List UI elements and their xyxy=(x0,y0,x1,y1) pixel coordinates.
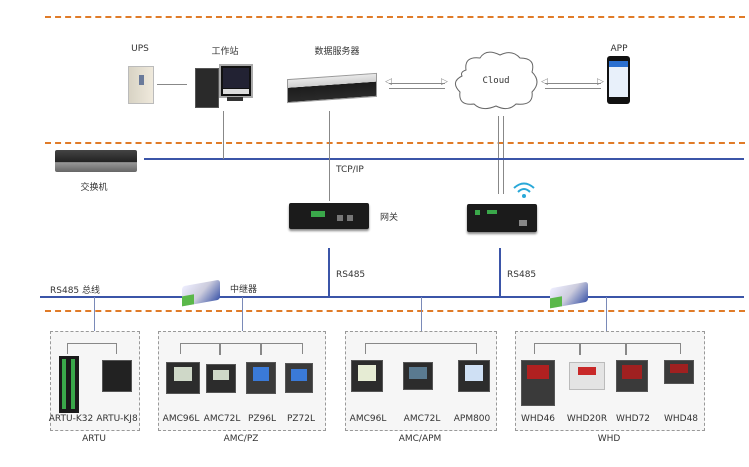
gateway-label: 网关 xyxy=(380,213,399,223)
switch-label: 交换机 xyxy=(80,183,108,193)
wireless-gateway-icon xyxy=(467,204,537,232)
gateway-icon xyxy=(289,203,369,229)
group-label: WHD xyxy=(597,434,621,444)
whd46-icon xyxy=(521,360,555,406)
bus-drop-whd xyxy=(606,297,607,344)
ups-connection-line xyxy=(157,84,187,85)
device-label: WHD20R xyxy=(566,414,608,424)
tcpip-line xyxy=(329,159,330,201)
whd48-icon xyxy=(664,360,694,384)
network-switch-icon xyxy=(55,150,137,172)
cloud-icon xyxy=(455,51,538,110)
group-label: ARTU xyxy=(82,434,106,444)
smartphone-icon xyxy=(607,56,630,104)
device-label: ARTU-KJ8 xyxy=(96,414,138,424)
device-label: ARTU-K32 xyxy=(48,414,94,424)
cloud-label: Cloud xyxy=(482,76,510,86)
repeater-icon xyxy=(550,281,588,309)
workstation-drop-line xyxy=(223,111,224,159)
bus-drop-artu xyxy=(94,297,95,344)
layer-separator-field xyxy=(45,310,745,312)
bus-drop-amc-pz xyxy=(242,297,243,344)
group-bracket xyxy=(365,343,477,354)
arrow-head-right: ▷ xyxy=(597,77,604,87)
amc72l-icon xyxy=(403,362,433,390)
arrow-head-right: ▷ xyxy=(441,77,448,87)
server-drop-line xyxy=(329,111,330,159)
device-label: AMC72L xyxy=(203,414,241,424)
amc96l-icon xyxy=(351,360,383,392)
bracket-tick xyxy=(260,343,262,355)
amc96l-icon xyxy=(166,362,200,394)
group-bracket xyxy=(180,343,303,354)
arrow-head-left: ◁ xyxy=(541,77,548,87)
bus-drop-amc-apm xyxy=(421,297,422,344)
repeater-label: 中继器 xyxy=(230,285,258,295)
cloud-gateway-arrow xyxy=(498,116,504,194)
server-cloud-arrow xyxy=(389,83,445,89)
amc72l-icon xyxy=(206,364,236,393)
workstation-icon xyxy=(195,64,255,108)
layer-separator-management xyxy=(45,142,745,144)
artu-k32-icon xyxy=(59,356,79,413)
arrow-head-left: ◁ xyxy=(385,77,392,87)
device-label: AMC96L xyxy=(349,414,387,424)
wireless-gateway-rs485-line xyxy=(499,248,501,298)
device-label: APM800 xyxy=(453,414,491,424)
device-label: PZ96L xyxy=(247,414,277,424)
repeater-icon xyxy=(182,279,220,307)
gateway-rs485-line xyxy=(328,248,330,298)
group-label: AMC/PZ xyxy=(223,434,259,444)
server-label: 数据服务器 xyxy=(314,47,360,57)
layer-separator-top xyxy=(45,16,745,18)
ups-label: UPS xyxy=(131,44,149,54)
app-label: APP xyxy=(610,44,628,54)
whd72-icon xyxy=(616,360,648,392)
device-label: PZ72L xyxy=(286,414,316,424)
device-label: WHD72 xyxy=(615,414,651,424)
rs485-bus xyxy=(40,296,744,298)
device-label: AMC72L xyxy=(403,414,441,424)
group-bracket xyxy=(534,343,681,354)
device-label: WHD46 xyxy=(520,414,556,424)
pz72l-icon xyxy=(285,363,313,393)
ethernet-bus xyxy=(144,158,744,160)
data-server-icon xyxy=(287,72,377,104)
tcpip-label: TCP/IP xyxy=(336,165,364,175)
bracket-tick xyxy=(579,343,581,355)
rs485-bus-label: RS485 总线 xyxy=(50,286,101,296)
bracket-tick xyxy=(219,343,221,355)
wifi-icon xyxy=(513,182,535,198)
artu-kj8-icon xyxy=(102,360,132,392)
rs485-left-label: RS485 xyxy=(336,270,366,280)
apm800-icon xyxy=(458,360,490,392)
device-label: WHD48 xyxy=(663,414,699,424)
pz96l-icon xyxy=(246,362,276,394)
rs485-right-label: RS485 xyxy=(507,270,537,280)
ups-icon xyxy=(128,66,154,104)
group-label: AMC/APM xyxy=(398,434,442,444)
whd20r-icon xyxy=(569,362,605,390)
group-bracket xyxy=(67,343,117,354)
device-label: AMC96L xyxy=(162,414,200,424)
workstation-label: 工作站 xyxy=(211,47,239,57)
cloud-app-arrow xyxy=(545,83,601,89)
bracket-tick xyxy=(625,343,627,355)
